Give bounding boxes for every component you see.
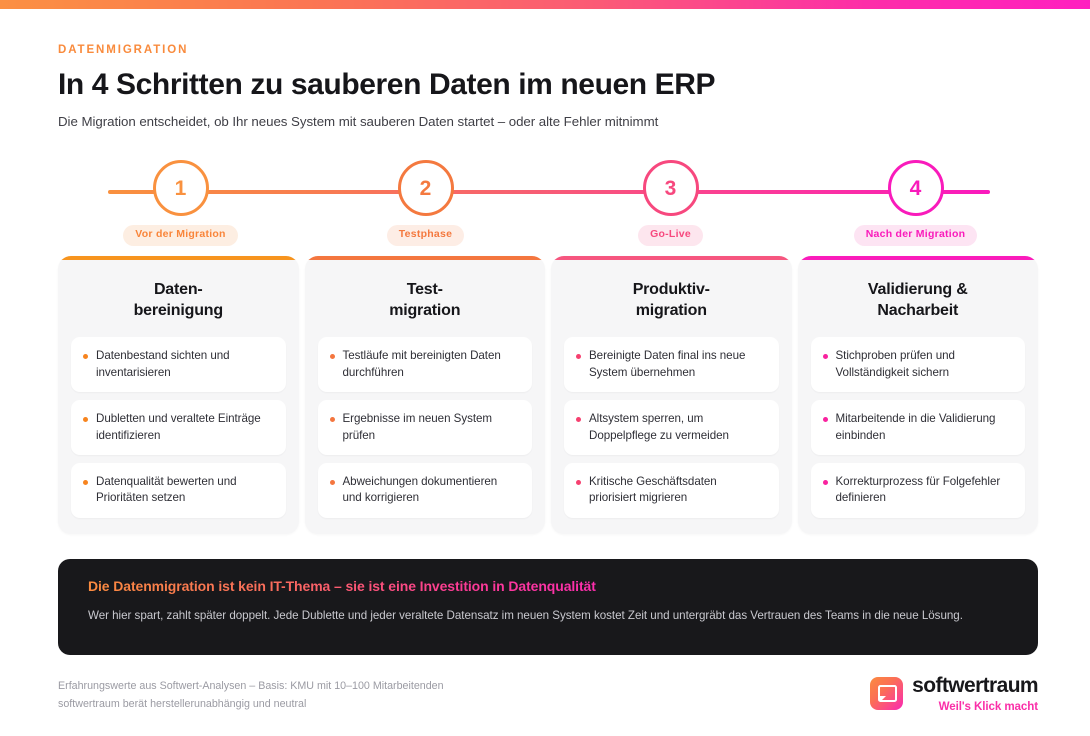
list-item-label: Mitarbeitende in die Validierung einbind… <box>835 412 996 442</box>
bullet-dot-icon <box>329 417 335 423</box>
bullet-dot-icon <box>83 480 88 486</box>
bullet-dot-icon <box>576 480 581 486</box>
page-title: In 4 Schritten zu sauberen Daten im neue… <box>58 67 716 101</box>
card-accent-bar <box>797 256 1038 260</box>
page-subtitle: Die Migration entscheidet, ob Ihr neues … <box>58 114 659 130</box>
list-item-label: Testläufe mit bereinigten Daten durchfüh… <box>342 349 501 379</box>
step-phase-pill: Vor der Migration <box>123 225 238 246</box>
list-item: Ergebnisse im neuen System prüfen <box>317 400 532 456</box>
card-item-list: Testläufe mit bereinigten Daten durchfüh… <box>317 337 532 518</box>
bullet-dot-icon <box>822 417 828 423</box>
card-accent-bar <box>551 256 792 260</box>
card-title: Produktiv- migration <box>632 281 710 320</box>
list-item-label: Datenqualität bewerten und Prioritäten s… <box>96 475 237 505</box>
footer: Erfahrungswerte aus Softwert-Analysen – … <box>58 675 1039 714</box>
card-accent-bar <box>58 256 299 260</box>
eyebrow-label: DATENMIGRATION <box>58 44 189 56</box>
list-item: Kritische Geschäftsdaten priorisiert mig… <box>564 463 779 518</box>
step-number-badge: 1 <box>152 160 209 216</box>
list-item-label: Altsystem sperren, um Doppelpflege zu ve… <box>589 412 729 442</box>
card-item-list: Datenbestand sichten und inventarisieren… <box>71 337 286 518</box>
list-item: Bereinigte Daten final ins neue System ü… <box>564 337 779 393</box>
step-number-badge: 3 <box>642 160 699 216</box>
list-item: Stichproben prüfen und Vollständigkeit s… <box>810 337 1025 393</box>
list-item: Testläufe mit bereinigten Daten durchfüh… <box>317 337 532 393</box>
speech-bubble-logo-icon <box>870 677 904 711</box>
list-item-label: Korrekturprozess für Folgefehler definie… <box>835 475 1001 505</box>
brand-lockup: softwertraum Weil's Klick macht <box>870 675 1039 713</box>
brand-name: softwertraum <box>912 674 1038 697</box>
timeline-rail <box>108 190 990 194</box>
bullet-dot-icon <box>329 354 335 360</box>
list-item-label: Abweichungen dokumentieren und korrigier… <box>342 475 498 505</box>
bullet-dot-icon <box>83 417 88 423</box>
card-title: Daten- bereinigung <box>133 281 224 320</box>
brand-tagline: Weil's Klick macht <box>938 700 1038 713</box>
list-item: Abweichungen dokumentieren und korrigier… <box>317 463 532 518</box>
brand-text: softwertraum Weil's Klick macht <box>912 675 1038 713</box>
header-block: DATENMIGRATION In 4 Schritten zu saubere… <box>58 44 1038 130</box>
list-item: Dubletten und veraltete Einträge identif… <box>71 400 286 456</box>
callout-panel: Die Datenmigration ist kein IT-Thema – s… <box>58 559 1038 655</box>
list-item: Datenqualität bewerten und Prioritäten s… <box>71 463 286 518</box>
bullet-dot-icon <box>822 480 828 486</box>
list-item-label: Ergebnisse im neuen System prüfen <box>342 412 493 442</box>
card-title: Validierung & Nacharbeit <box>867 281 968 320</box>
step-number-badge: 4 <box>887 160 944 216</box>
list-item-label: Dubletten und veraltete Einträge identif… <box>96 412 261 442</box>
card-title: Test- migration <box>389 281 461 320</box>
callout-body: Wer hier spart, zahlt später doppelt. Je… <box>88 609 963 622</box>
bullet-dot-icon <box>83 354 88 360</box>
top-gradient-bar <box>0 0 1090 9</box>
callout-title: Die Datenmigration ist kein IT-Thema – s… <box>88 578 596 594</box>
list-item: Mitarbeitende in die Validierung einbind… <box>810 400 1025 456</box>
step-phase-pill: Nach der Migration <box>853 225 978 246</box>
footer-notes: Erfahrungswerte aus Softwert-Analysen – … <box>58 675 444 714</box>
list-item-label: Bereinigte Daten final ins neue System ü… <box>589 349 746 379</box>
footer-note-line-2: softwertraum berät herstellerunabhängig … <box>58 698 307 711</box>
list-item-label: Datenbestand sichten und inventarisieren <box>96 349 230 379</box>
footer-note-line-1: Erfahrungswerte aus Softwert-Analysen – … <box>58 680 444 692</box>
list-item-label: Stichproben prüfen und Vollständigkeit s… <box>835 349 955 379</box>
card-accent-bar <box>304 256 545 260</box>
list-item-label: Kritische Geschäftsdaten priorisiert mig… <box>589 475 717 505</box>
list-item: Altsystem sperren, um Doppelpflege zu ve… <box>564 400 779 456</box>
card-item-list: Stichproben prüfen und Vollständigkeit s… <box>810 337 1025 518</box>
bullet-dot-icon <box>576 417 581 423</box>
list-item: Datenbestand sichten und inventarisieren <box>71 337 286 393</box>
step-number-badge: 2 <box>397 160 454 216</box>
step-phase-pill: Testphase <box>386 225 465 246</box>
card-item-list: Bereinigte Daten final ins neue System ü… <box>564 337 779 518</box>
bullet-dot-icon <box>329 480 335 486</box>
step-phase-pill: Go-Live <box>638 225 703 246</box>
list-item: Korrekturprozess für Folgefehler definie… <box>810 463 1025 518</box>
bullet-dot-icon <box>576 354 581 360</box>
bullet-dot-icon <box>822 354 828 360</box>
